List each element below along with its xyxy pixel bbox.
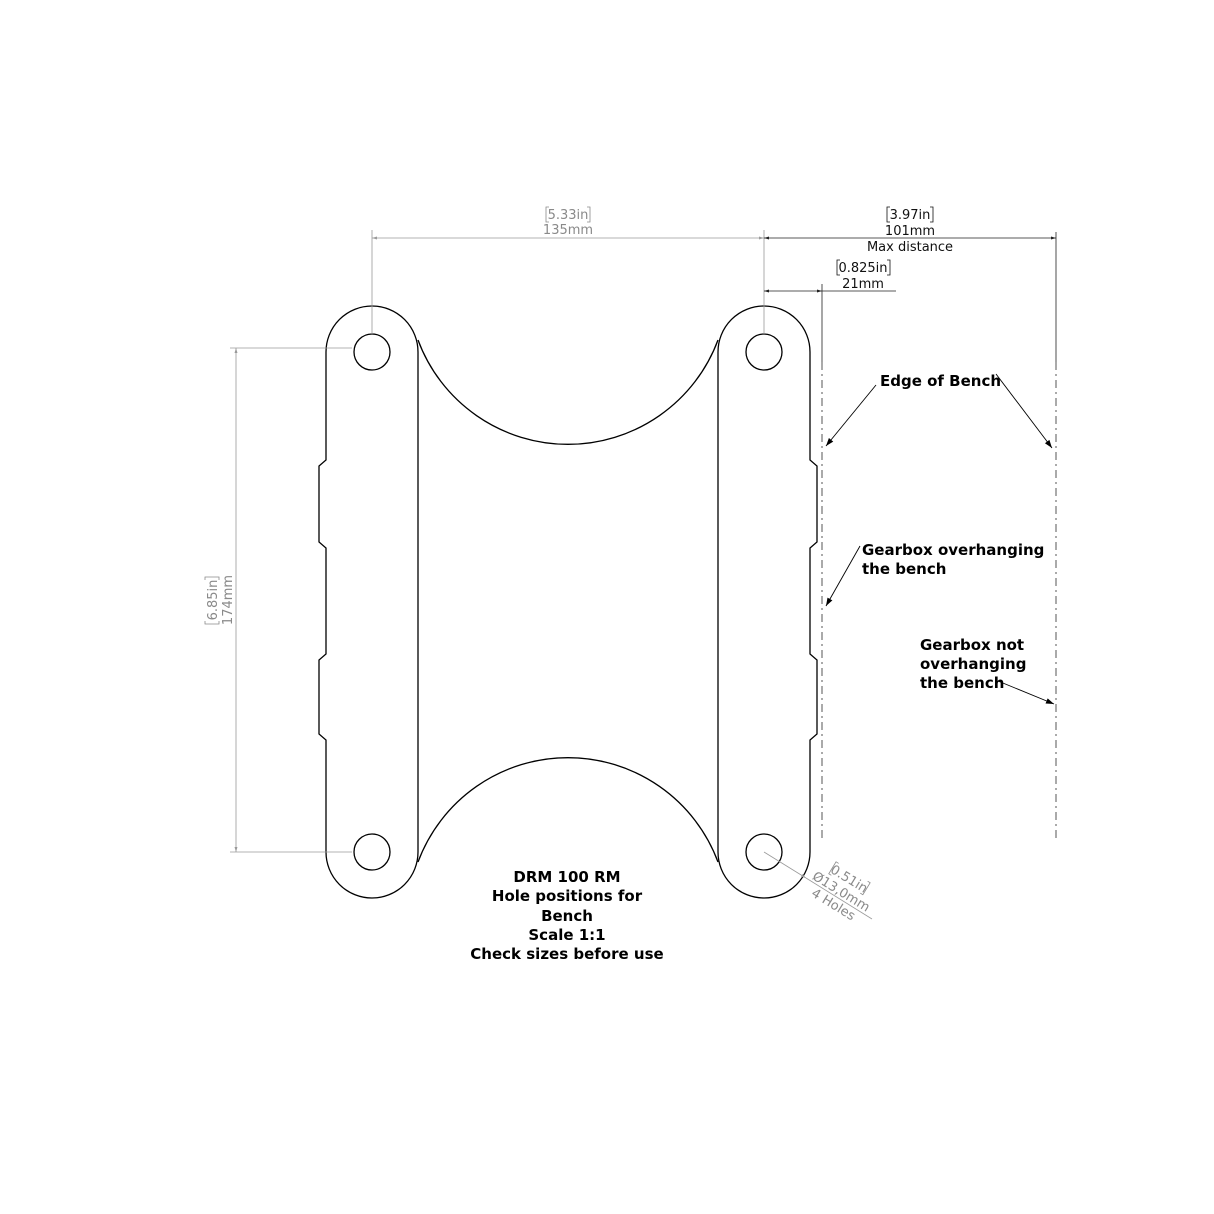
note-not-overhanging-line3: the bench [920,674,1004,692]
dim-max-inch: 3.97in [890,208,931,223]
note-overhanging: Gearbox overhanging the bench [825,541,1044,607]
mounting-plate-outline [318,305,818,899]
dim-h-inch: 5.33in [548,208,589,223]
dim-hole-spacing-horizontal: 5.33in 135mm [371,206,765,334]
note-not-overhanging-line1: Gearbox not [920,636,1024,654]
dim-overhang: 0.825in 21mm [764,259,896,362]
dim-max-note: Max distance [867,240,953,255]
note-edge-of-bench-text: Edge of Bench [880,372,1001,390]
dim-v-inch: 6.85in [206,580,221,621]
dim-overhang-mm: 21mm [842,277,884,292]
note-not-overhanging-line2: overhanging [920,655,1026,673]
title-line-4: Scale 1:1 [528,926,605,944]
note-not-overhanging: Gearbox not overhanging the bench [920,636,1055,705]
upper-web-arc [417,339,719,445]
note-edge-of-bench: Edge of Bench [825,372,1053,449]
hole-bottom-right [745,833,783,871]
right-arm [717,305,818,899]
dim-overhang-inch: 0.825in [838,261,887,276]
dim-hole-spacing-vertical: 6.85in 174mm [204,347,352,853]
note-overhanging-line2: the bench [862,560,946,578]
dim-max-distance: 3.97in 101mm Max distance [764,206,1056,255]
lower-web-arc [417,757,719,863]
note-overhanging-line1: Gearbox overhanging [862,541,1044,559]
dim-h-mm: 135mm [543,223,593,238]
dim-hole-diameter: 0.51in Ø13,0mm 4 Holes [763,851,872,924]
title-line-1: DRM 100 RM [513,868,620,886]
title-line-3: Bench [541,907,593,925]
dim-max-mm: 101mm [885,224,935,239]
hole-top-left [353,333,391,371]
title-block: DRM 100 RM Hole positions for Bench Scal… [470,868,663,963]
left-arm [318,305,419,899]
title-line-2: Hole positions for [492,887,643,905]
title-line-5: Check sizes before use [470,945,663,963]
dim-v-mm: 174mm [221,575,236,625]
hole-bottom-left [353,833,391,871]
hole-top-right [745,333,783,371]
